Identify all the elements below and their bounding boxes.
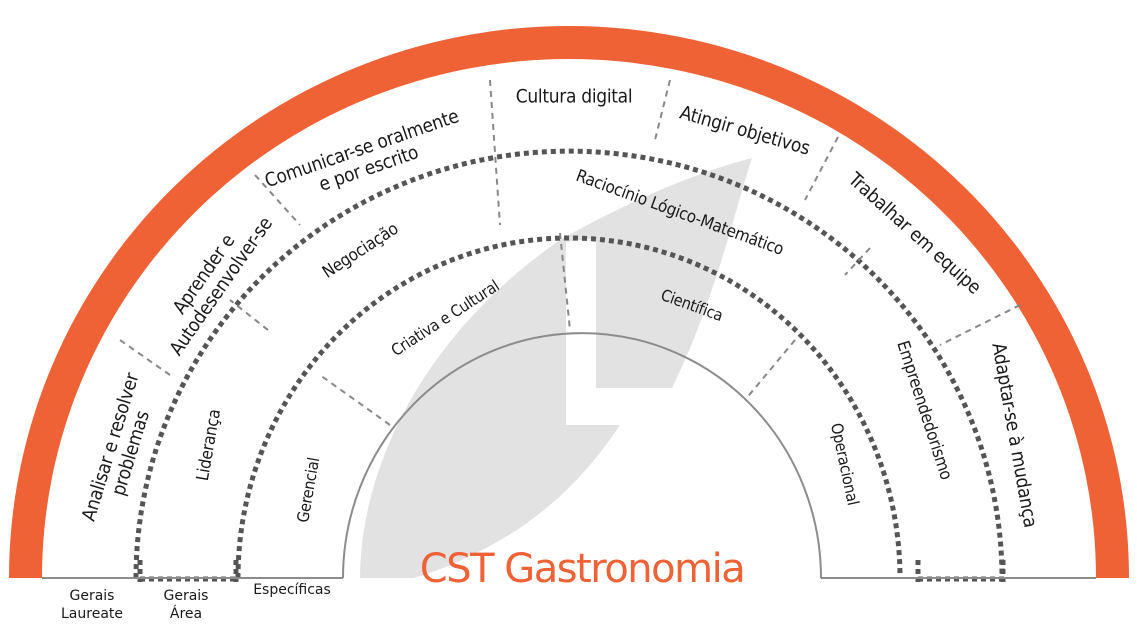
band-especificas: Específicas [253, 582, 331, 598]
page-title: CST Gastronomia [420, 546, 744, 592]
radial-divider-10 [744, 339, 796, 401]
label-atingir: Atingir objetivos [677, 102, 812, 160]
dotted-ring-inner [235, 235, 903, 579]
label-gerencial: Gerencial [293, 456, 323, 524]
radial-divider-5 [939, 304, 1021, 346]
band-line: Laureate [61, 606, 123, 621]
band-line: Gerais [164, 588, 209, 604]
label-operacional: Operacional [827, 421, 863, 507]
radial-divider-4 [804, 136, 839, 201]
label-line: Negociação [319, 219, 402, 283]
radial-divider-1 [254, 174, 301, 226]
leaf-icon [360, 158, 752, 578]
radial-divider-0 [119, 339, 171, 376]
label-line: Liderança [193, 408, 225, 483]
band-line: Gerais [70, 588, 115, 604]
label-line: Cultura digital [516, 86, 633, 108]
label-line: Gerencial [293, 456, 323, 524]
label-empreendedorismo: Empreendedorismo [892, 338, 956, 482]
radial-dividers [119, 79, 1021, 426]
radial-divider-6 [229, 299, 269, 331]
label-line: Operacional [827, 421, 863, 507]
inner-solid-arc [342, 332, 822, 579]
radial-divider-7 [319, 374, 391, 426]
radial-divider-2 [489, 79, 501, 226]
label-cultura: Cultura digital [516, 86, 633, 108]
radial-divider-8 [559, 232, 571, 331]
label-line: Atingir objetivos [677, 102, 812, 160]
dotted-rings [133, 148, 1006, 582]
dotted-ring-outer [133, 148, 1005, 579]
radial-divider-3 [654, 79, 671, 141]
label-analisar: Analisar e resolverproblemas [78, 369, 164, 530]
label-negociacao: Negociação [319, 219, 402, 283]
band-line: Área [170, 605, 202, 621]
leaf-shape [360, 158, 752, 578]
band-line: Específicas [253, 582, 331, 598]
label-lideranca: Liderança [193, 408, 225, 483]
label-line: Empreendedorismo [892, 338, 956, 482]
